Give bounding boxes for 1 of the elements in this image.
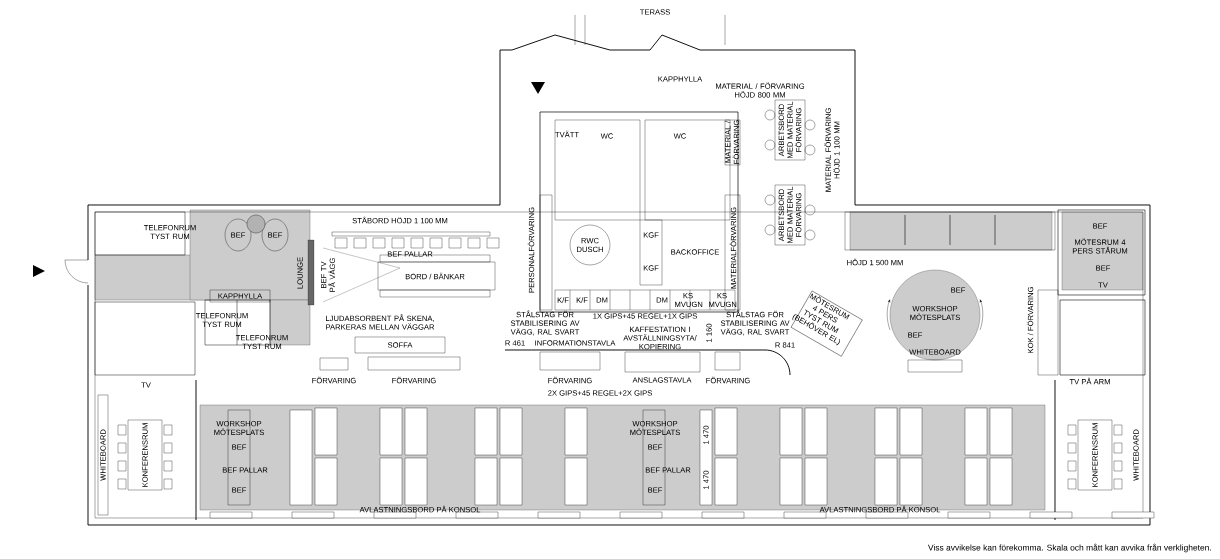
disclaimer-caption: Viss avvikelse kan förekomma. Skala och mått kan avvika från verkligheten. xyxy=(928,543,1211,553)
